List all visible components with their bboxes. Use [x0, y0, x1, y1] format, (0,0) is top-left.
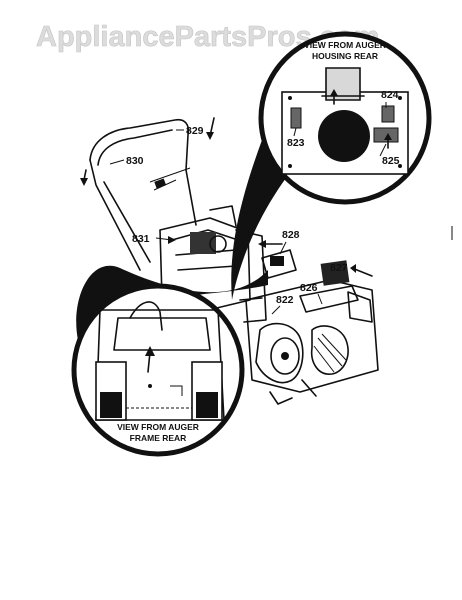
callout-830: 830 — [126, 155, 144, 167]
callout-828: 828 — [282, 229, 300, 241]
bottom-inset-view: VIEW FROM AUGER FRAME REAR — [71, 283, 245, 457]
top-inset-caption-line2: HOUSING REAR — [312, 51, 378, 61]
callout-831: 831 — [132, 233, 150, 245]
callout-826: 826 — [300, 282, 318, 294]
callout-822: 822 — [276, 294, 294, 306]
snow-blower-illustration — [89, 118, 379, 405]
bottom-inset-caption-line2: FRAME REAR — [130, 433, 187, 443]
top-inset-view: VIEW FROM AUGER HOUSING REAR 823 824 825 — [258, 31, 432, 205]
callout-823: 823 — [287, 137, 305, 149]
bottom-inset-connector — [76, 265, 268, 340]
callout-829: 829 — [186, 125, 204, 137]
callout-824: 824 — [381, 89, 399, 101]
top-inset-caption-line1: VIEW FROM AUGER — [304, 40, 386, 50]
callout-labels: 829 830 831 828 827 826 822 — [80, 117, 373, 315]
top-inset-connector — [231, 140, 300, 300]
callout-827: 827 — [330, 262, 348, 274]
bottom-inset-caption-line1: VIEW FROM AUGER — [117, 422, 199, 432]
callout-825: 825 — [382, 155, 400, 167]
